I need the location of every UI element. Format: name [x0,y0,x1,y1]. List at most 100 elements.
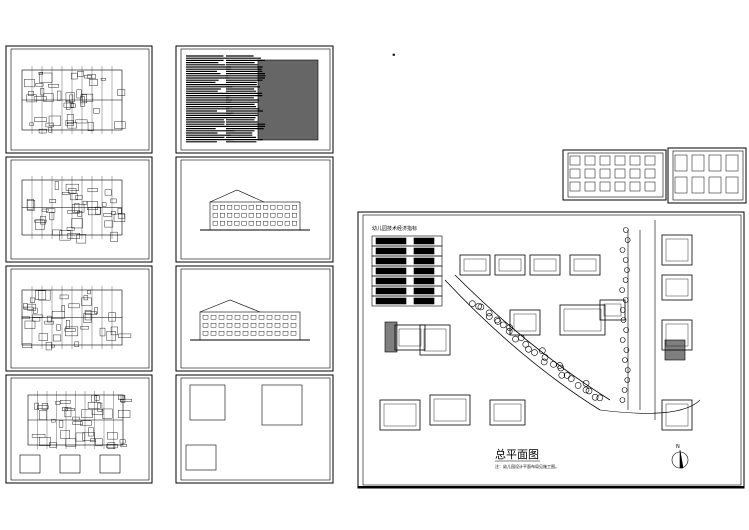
detail-box [19,454,41,474]
window [248,204,254,210]
building-detail [423,328,447,352]
building [459,254,491,276]
room [71,218,83,229]
window [274,323,281,328]
tree [540,358,548,366]
building [429,394,471,426]
sheet-col2-4 [175,374,334,484]
room [110,231,118,242]
table-cell [375,257,407,265]
room [39,437,51,446]
tree [582,380,590,387]
detail-item [599,168,611,179]
room [85,311,97,315]
room [66,320,70,329]
room [51,311,65,319]
room [81,409,93,418]
window [241,212,247,218]
window [218,323,225,328]
detail-item [584,181,596,192]
room [106,444,118,449]
room [35,83,44,87]
room [88,427,94,437]
room [118,333,132,338]
room [87,290,91,295]
room [43,93,54,102]
room [111,211,116,215]
room [80,96,85,107]
sheet-col1-3 [5,265,153,372]
window [292,220,297,226]
sheet-inner-frame [672,150,744,201]
building [394,324,426,351]
room [70,193,78,201]
building [529,254,561,276]
table-cell [413,237,435,245]
room [56,90,62,101]
room [29,297,35,303]
tree [541,354,549,361]
room [38,333,48,341]
building [419,324,451,356]
room [47,315,52,323]
window [263,204,269,210]
room [71,72,78,80]
room [21,316,30,320]
window [242,315,249,320]
window [284,212,290,218]
room [26,94,37,103]
room [76,234,87,244]
tree [619,337,626,343]
indicator-table [371,235,443,307]
window [284,220,290,226]
road [599,399,701,414]
room [66,100,71,110]
window [212,212,218,218]
room [75,119,88,124]
room [49,211,55,221]
building-detail [665,238,689,262]
room [48,84,60,88]
room [44,320,54,325]
north-arrow-pointer [679,449,684,469]
building-detail [665,403,689,427]
detail-item [691,176,705,194]
room [100,77,106,81]
detail-item [599,181,611,192]
room [119,439,126,444]
building-detail [433,398,467,422]
room [63,102,74,108]
room [56,324,61,331]
building-detail [493,403,522,422]
window [284,204,290,210]
room [40,88,45,96]
sheet-col1-2 [5,156,153,263]
tree [558,371,566,379]
window [292,204,297,210]
building-detail [498,258,522,272]
room [39,410,47,420]
road [444,279,601,411]
window [227,212,233,218]
tree [494,318,502,325]
window [250,331,257,336]
room [38,72,43,75]
window [210,315,217,320]
window [282,323,289,328]
tree [505,327,513,335]
building-detail [533,258,557,272]
tree [485,309,493,317]
detail-item [629,168,641,179]
window [270,204,276,210]
sheet-inner-frame [180,48,331,151]
detail-item [569,181,581,192]
detail-item [584,168,596,179]
window [290,323,297,328]
window [256,220,261,226]
building [661,399,693,431]
room [90,438,96,443]
room [46,208,56,213]
tree [622,257,629,263]
window [270,220,276,226]
